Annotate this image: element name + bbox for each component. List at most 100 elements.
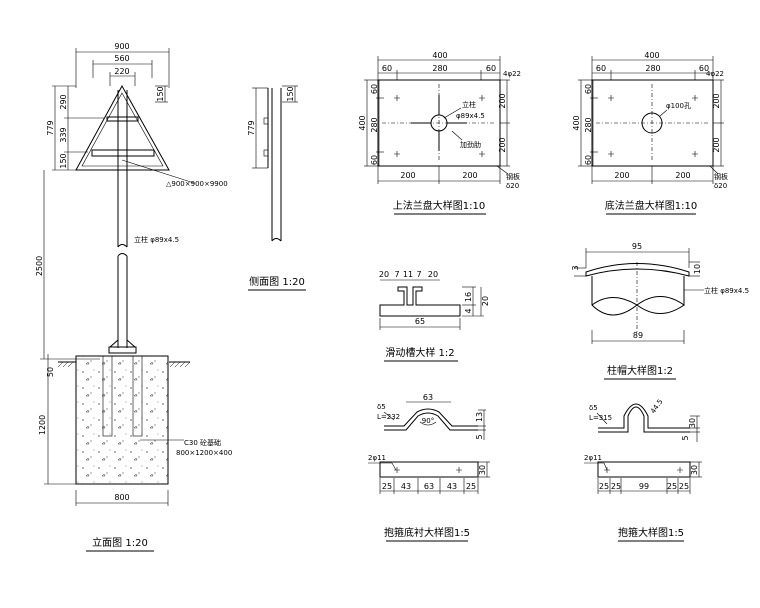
- foundation-note-1: C30 砼基础: [184, 438, 221, 447]
- tf-pole-spec: φ89x4.5: [456, 112, 485, 120]
- sg-c: 11: [403, 270, 413, 279]
- sg-h4: 4: [464, 308, 473, 313]
- tf-b200a: 200: [400, 171, 415, 180]
- hp-holes: 2φ11: [584, 454, 602, 462]
- tf-plate-label: 钢板: [506, 172, 520, 181]
- hl-b1: 43: [401, 482, 411, 491]
- side-dim-779: 779: [247, 120, 256, 135]
- hp-h30: 30: [690, 465, 699, 475]
- hp-holes-marks: [604, 467, 683, 473]
- bf-bolt-holes: [608, 95, 698, 157]
- cap-detail: 95 3 10 立柱 φ89x4.5 89 柱帽大样图1:2: [571, 242, 749, 380]
- dim-seg-150: 150: [59, 153, 68, 168]
- sliding-groove-detail: 20 7 11 7 20 16 20 4 65 滑动槽大样 1:2: [379, 270, 490, 362]
- tf-r200b: 200: [498, 137, 507, 152]
- tf-h60b: 60: [370, 155, 379, 165]
- hp-dim-5: 5: [681, 435, 690, 440]
- bf-b200a: 200: [614, 171, 629, 180]
- tf-h280: 280: [370, 117, 379, 132]
- bf-d60a: 60: [596, 64, 606, 73]
- bf-h400: 400: [572, 115, 581, 130]
- cap-t-right: 10: [693, 264, 702, 274]
- dim-seg-339: 339: [59, 127, 68, 142]
- hl-angle: 90°: [422, 417, 434, 425]
- dim-pole-length: 2500: [35, 256, 44, 276]
- side-view: 779 150 侧面图 1:20: [247, 85, 306, 291]
- tf-h60a: 60: [370, 84, 379, 94]
- hl-holes-marks: [394, 467, 462, 473]
- dim-ground-50: 50: [46, 367, 55, 377]
- hp-b3: 25: [667, 482, 677, 491]
- bf-w400: 400: [644, 51, 659, 60]
- hoop-detail: δ5 L=315 44.5 30 5 2φ11 30 25 25 99 25: [584, 398, 702, 542]
- hoop-title: 抱箍大样图1:5: [618, 526, 684, 539]
- bf-plate-thk: δ20: [714, 182, 727, 190]
- hl-b0: 25: [382, 482, 392, 491]
- top-flange-title: 上法兰盘大样图1:10: [393, 199, 485, 212]
- hp-len: L=315: [589, 414, 612, 422]
- tf-h400: 400: [358, 115, 367, 130]
- bf-r200b: 200: [712, 137, 721, 152]
- bottom-flange-title: 底法兰盘大样图1:10: [605, 199, 697, 212]
- dim-top-width: 900: [114, 42, 129, 51]
- hp-dim-30: 30: [688, 418, 697, 428]
- hl-holes: 2φ11: [368, 454, 386, 462]
- sg-h20: 20: [481, 296, 490, 306]
- hl-dim-13: 13: [475, 412, 484, 422]
- tf-b200b: 200: [462, 171, 477, 180]
- elevation-title: 立面图 1:20: [92, 536, 148, 549]
- sign-note: △900×900×9900: [166, 180, 228, 188]
- cap-title: 柱帽大样图1:2: [607, 364, 673, 377]
- hp-b1: 25: [611, 482, 621, 491]
- bf-b200b: 200: [675, 171, 690, 180]
- dim-right-150: 150: [156, 86, 165, 101]
- bottom-flange-detail: 400 60 280 60 4φ22 φ100孔 400 60 280 60 2…: [572, 51, 728, 215]
- tf-bolt-holes: [394, 95, 485, 157]
- bf-h280: 280: [584, 117, 593, 132]
- sg-h16: 16: [464, 292, 473, 302]
- hl-len: L=232: [377, 413, 400, 421]
- hp-b2: 99: [639, 482, 649, 491]
- top-flange-detail: 400 60 280 60 4φ22 立柱 φ89x4.5 加劲肋 400: [358, 51, 521, 215]
- tf-d280: 280: [432, 64, 447, 73]
- dim-total-779: 779: [46, 120, 55, 135]
- hoop-liner-title: 抱箍底衬大样图1:5: [384, 526, 470, 539]
- tf-plate-thk: δ20: [506, 182, 519, 190]
- hp-thk: δ5: [589, 404, 598, 412]
- hl-b3: 43: [447, 482, 457, 491]
- foundation-note-2: 800×1200×400: [176, 449, 232, 457]
- sg-b: 7: [394, 270, 399, 279]
- elevation-view: 900 560 220 779 290 339 150 150: [35, 42, 232, 552]
- tf-r200a: 200: [498, 93, 507, 108]
- tf-hole: 4φ22: [503, 70, 521, 78]
- bf-h60b: 60: [584, 155, 593, 165]
- dim-seg-290: 290: [59, 94, 68, 109]
- bf-d280: 280: [645, 64, 660, 73]
- tf-w400: 400: [432, 51, 447, 60]
- dim-inner-width: 220: [114, 67, 129, 76]
- hp-radius: 44.5: [649, 398, 664, 415]
- hp-b0: 25: [599, 482, 609, 491]
- bf-d60b: 60: [699, 64, 709, 73]
- tf-d60a: 60: [382, 64, 392, 73]
- bf-center-hole: φ100孔: [666, 102, 691, 110]
- hl-dim-63: 63: [423, 393, 433, 402]
- side-dim-150: 150: [286, 86, 295, 101]
- bf-hole: 4φ22: [706, 70, 724, 78]
- dim-foundation-width: 800: [114, 493, 129, 502]
- sg-a: 20: [379, 270, 389, 279]
- hp-b4: 25: [679, 482, 689, 491]
- cap-bottom: 89: [633, 331, 643, 340]
- sg-e: 20: [428, 270, 438, 279]
- bf-h60a: 60: [584, 84, 593, 94]
- sg-w65: 65: [415, 317, 425, 326]
- hl-h30: 30: [478, 465, 487, 475]
- cap-note: 立柱 φ89x4.5: [704, 286, 749, 295]
- bf-plate-label: 钢板: [714, 172, 728, 181]
- tf-d60b: 60: [486, 64, 496, 73]
- pole-note: 立柱 φ89x4.5: [134, 235, 179, 244]
- slide-title: 滑动槽大样 1:2: [385, 346, 454, 359]
- hl-dim-5: 5: [475, 434, 484, 439]
- cap-top: 95: [632, 242, 642, 251]
